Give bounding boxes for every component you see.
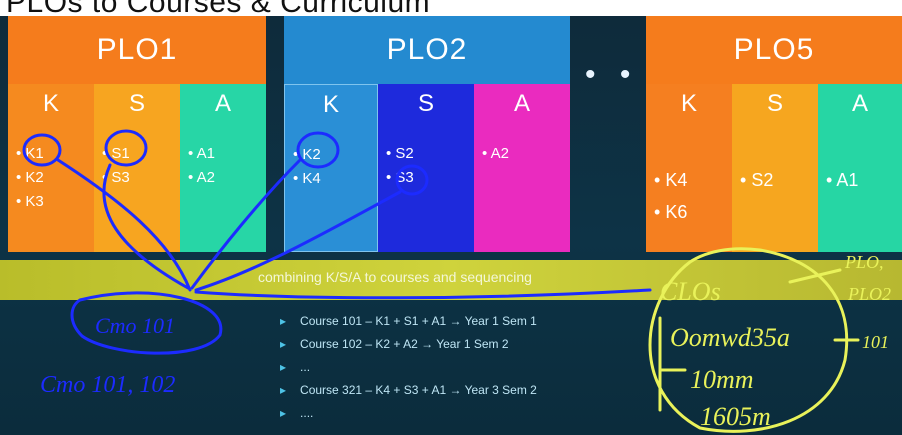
plo5-skills: S S2 xyxy=(732,84,818,252)
yellow-circle xyxy=(648,247,849,433)
line-k2 xyxy=(190,158,302,290)
plo5-knowledge: K K4K6 xyxy=(646,84,732,252)
course-list: Course 101 – K1 + S1 + A1 → Year 1 Sem 1… xyxy=(280,310,537,425)
handwritten-note-2: 10mm xyxy=(690,365,754,394)
plo5-header: PLO5 xyxy=(646,16,902,84)
blue-ink-strokes xyxy=(22,129,652,355)
circle-s3 xyxy=(395,164,429,196)
handwritten-note-3: 1605m xyxy=(700,402,771,431)
course-item: ... xyxy=(280,356,537,379)
line-k1 xyxy=(56,158,192,292)
band-label: combining K/S/A to courses and sequencin… xyxy=(258,269,532,285)
course-item: Course 102 – K2 + A2 → Year 1 Sem 2 xyxy=(280,333,537,356)
line-s3 xyxy=(194,190,402,292)
course-item: Course 321 – K4 + S3 + A1 → Year 3 Sem 2 xyxy=(280,379,537,402)
line-to-clo xyxy=(194,288,652,300)
handwritten-text: Cmo 101 Cmo 101, 102 CLOs Oomwd35a 10mm … xyxy=(40,252,891,431)
plo1-block: PLO1 K K1K2K3 S S1S3 A A1A2 xyxy=(8,16,266,252)
plo2-attitude: A A2 xyxy=(474,84,570,252)
plo1-knowledge: K K1K2K3 xyxy=(8,84,94,252)
line-s1 xyxy=(102,163,190,290)
yellow-ink-strokes xyxy=(648,247,860,433)
circle-k2 xyxy=(296,131,340,169)
circle-course-101 xyxy=(70,291,223,355)
handwritten-courses: Cmo 101, 102 xyxy=(40,372,175,398)
slide-title: PLOs to Courses & Curriculum xyxy=(0,0,902,16)
plo1-header: PLO1 xyxy=(8,16,266,84)
yellow-bracket xyxy=(658,316,687,412)
plo5-attitude: A A1 xyxy=(818,84,902,252)
handwritten-101: 101 xyxy=(862,332,889,352)
handwritten-plo1: PLO, xyxy=(844,252,884,272)
yellow-arrow-1 xyxy=(788,268,842,284)
plo2-skills: S S2S3 xyxy=(378,84,474,252)
course-item: .... xyxy=(280,402,537,425)
plo5-block: PLO5 K K4K6 S S2 A A1 xyxy=(646,16,902,252)
handwritten-plo2: PLO2 xyxy=(847,284,891,304)
handwritten-note-1: Oomwd35a xyxy=(670,323,790,352)
plo1-attitude: A A1A2 xyxy=(180,84,266,252)
circle-s1 xyxy=(104,129,148,167)
plo2-block: PLO2 K K2K4 S S2S3 A A2 xyxy=(284,16,570,252)
plo2-header: PLO2 xyxy=(284,16,570,84)
handwritten-course: Cmo 101 xyxy=(95,313,175,338)
course-item: Course 101 – K1 + S1 + A1 → Year 1 Sem 1 xyxy=(280,310,537,333)
plo2-knowledge: K K2K4 xyxy=(284,84,378,252)
circle-k1 xyxy=(22,133,62,167)
